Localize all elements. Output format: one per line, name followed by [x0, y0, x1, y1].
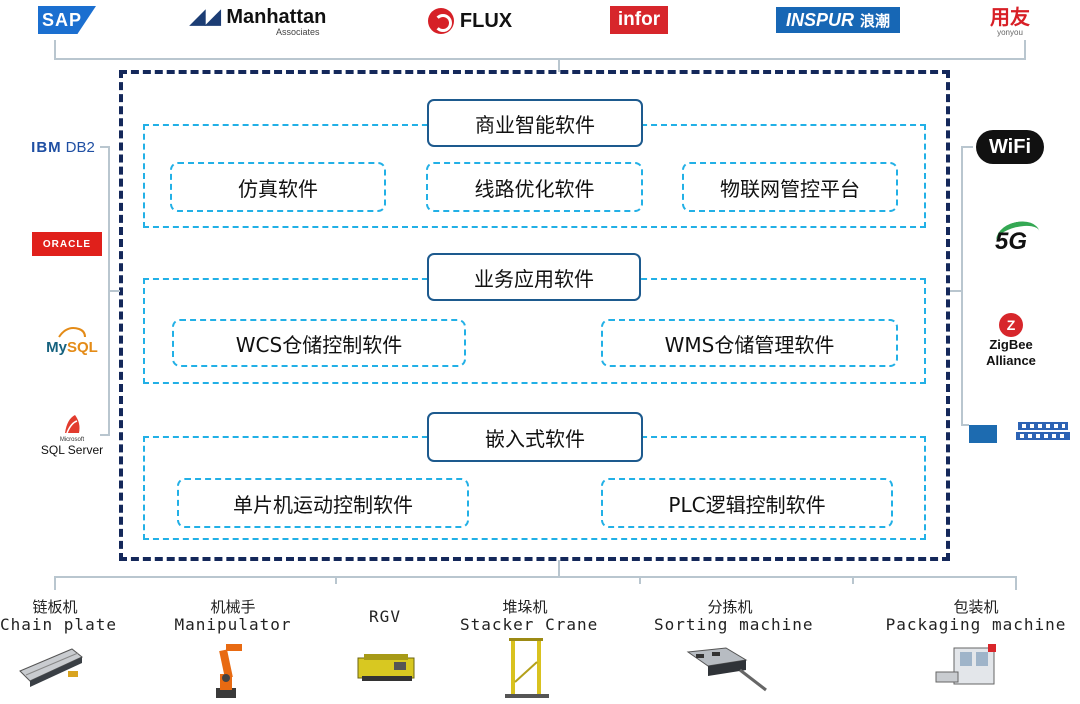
equipment-stacker-crane-cn: 堆垛机	[502, 598, 548, 616]
manhattan-logo-text: ◢◢ Manhattan	[190, 6, 327, 28]
equipment-rgv-en: RGV	[369, 607, 401, 626]
oracle-logo: ORACLE	[32, 232, 102, 256]
zigbee-mark-icon: Z	[999, 313, 1023, 337]
manhattan-associates-text: Associates	[276, 27, 320, 37]
flux-logo-text: FLUX	[459, 9, 513, 32]
left-connector-drop	[108, 290, 120, 292]
ibm-db2-logo: IBM DB2	[24, 136, 102, 158]
top-connector-tick	[1024, 40, 1026, 58]
top-connector-drop	[558, 58, 560, 72]
bottom-connector-tick	[852, 576, 854, 584]
sap-logo-text: SAP	[42, 9, 83, 30]
equipment-manipulator-cn: 机械手	[210, 598, 256, 616]
bottom-connector-tick	[1015, 576, 1017, 590]
wifi-logo: WiFi	[976, 130, 1044, 164]
bottom-connector-tick	[335, 576, 337, 584]
equipment-sorting-machine-en: Sorting machine	[654, 615, 814, 634]
flux-mark-icon	[427, 8, 454, 34]
chain-plate-conveyor-icon	[19, 648, 83, 687]
item-wms-software: WMS仓储管理软件	[601, 319, 898, 367]
zigbee-logo-text: ZigBee	[989, 337, 1033, 352]
software-architecture-frame	[119, 70, 950, 561]
bottom-connector-tick	[54, 576, 56, 590]
section-title-business-applications: 业务应用软件	[427, 253, 641, 301]
profinet-logo	[1014, 420, 1072, 442]
wifi-logo-text: WiFi	[988, 135, 1032, 158]
left-connector-tick	[100, 146, 110, 148]
equipment-chain-plate: 链板机 Chain plate	[0, 598, 117, 634]
item-iot-control-platform: 物联网管控平台	[682, 162, 898, 212]
equipment-rgv: RGV	[350, 608, 420, 626]
right-connector-tick	[961, 146, 973, 148]
mysql-logo: MySQL	[40, 322, 104, 358]
equipment-packaging-machine-cn: 包装机	[953, 598, 999, 616]
right-connector-bus	[961, 146, 963, 426]
manhattan-logo: ◢◢ Manhattan Associates	[190, 6, 340, 38]
db2-logo-text: DB2	[65, 138, 95, 156]
equipment-chain-plate-en: Chain plate	[0, 615, 117, 634]
inspur-logo: INSPUR 浪潮	[776, 7, 900, 33]
section-title-business-intelligence: 商业智能软件	[427, 99, 643, 147]
equipment-stacker-crane: 堆垛机 Stacker Crane	[460, 598, 599, 634]
packaging-machine-icon	[935, 644, 996, 685]
equipment-packaging-machine: 包装机 Packaging machine	[880, 598, 1072, 634]
section-title-embedded-software: 嵌入式软件	[427, 412, 643, 462]
infor-logo-text: infor	[617, 9, 661, 30]
inspur-logo-text: INSPUR	[785, 9, 854, 30]
oracle-logo-text: ORACLE	[42, 238, 92, 250]
item-wcs-software: WCS仓储控制软件	[172, 319, 466, 367]
5g-logo: 5G	[976, 217, 1046, 264]
fieldbus-logo	[969, 425, 997, 443]
yonyou-logo-text: 用友	[990, 4, 1030, 29]
profinet-mark-icon	[1016, 422, 1070, 440]
sorting-machine-icon	[686, 647, 767, 692]
5g-logo-text: 5G	[994, 228, 1027, 255]
equipment-packaging-machine-en: Packaging machine	[885, 615, 1067, 634]
equipment-sorting-machine-cn: 分拣机	[707, 598, 753, 616]
right-connector-tick	[961, 424, 969, 426]
zigbee-alliance-text: Alliance	[986, 353, 1036, 368]
flux-logo: FLUX	[420, 6, 520, 36]
equipment-manipulator: 机械手 Manipulator	[170, 598, 296, 634]
equipment-chain-plate-cn: 链板机	[32, 598, 78, 616]
sqlserver-logo-text: SQL Server	[40, 443, 104, 457]
mysql-logo-text: MySQL	[46, 338, 98, 356]
sqlserver-mark-icon	[65, 415, 80, 434]
equipment-sorting-machine: 分拣机 Sorting machine	[654, 598, 814, 634]
item-plc-logic-control-software: PLC逻辑控制软件	[601, 478, 893, 528]
zigbee-logo: Z ZigBee Alliance	[976, 306, 1046, 376]
mysql-dolphin-icon	[58, 326, 86, 338]
stacker-crane-icon	[505, 638, 549, 698]
top-connector-bus	[54, 58, 1026, 60]
equipment-stacker-crane-en: Stacker Crane	[460, 615, 599, 634]
bottom-connector-tick	[639, 576, 641, 584]
left-connector-tick	[100, 434, 110, 436]
item-route-optimization-software: 线路优化软件	[426, 162, 643, 212]
right-connector-drop	[950, 290, 962, 292]
sqlserver-small-text: Microsoft	[59, 437, 85, 443]
inspur-logo-cn: 浪潮	[860, 12, 891, 30]
ibm-logo-text: IBM	[31, 138, 62, 156]
sqlserver-logo: Microsoft SQL Server	[40, 410, 104, 460]
sap-logo: SAP	[38, 6, 96, 34]
item-mcu-motion-control-software: 单片机运动控制软件	[177, 478, 469, 528]
item-simulation-software: 仿真软件	[170, 162, 386, 212]
equipment-manipulator-en: Manipulator	[174, 615, 292, 634]
top-connector-tick	[54, 40, 56, 58]
bottom-connector-drop	[558, 560, 560, 576]
bottom-connector-bus	[54, 576, 1017, 578]
infor-logo: infor	[610, 6, 668, 34]
robot-arm-icon	[216, 644, 242, 698]
rgv-vehicle-icon	[357, 654, 415, 681]
yonyou-logo: 用友 yonyou	[984, 2, 1036, 40]
yonyou-logo-sub: yonyou	[997, 27, 1023, 37]
